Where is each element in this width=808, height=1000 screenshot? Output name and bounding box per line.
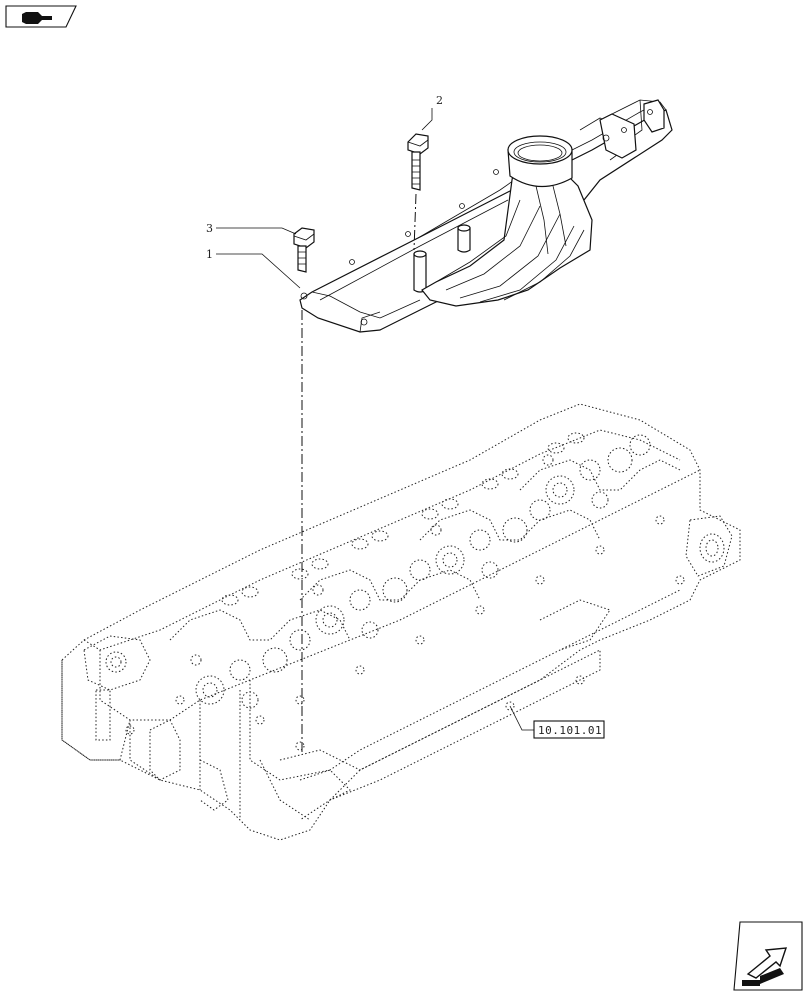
book-next-icon[interactable] — [5, 5, 77, 28]
reference-leader — [509, 705, 534, 731]
callout-label-1: 1 — [206, 248, 213, 261]
callout-leader-3 — [216, 227, 297, 235]
callout-leader-1 — [216, 253, 301, 289]
screw-part-3 — [293, 227, 315, 273]
reference-box[interactable]: 10.101.01 — [533, 720, 605, 739]
callout-label-3: 3 — [206, 222, 213, 235]
centerline-screw-2 — [413, 193, 417, 251]
callout-leader-2 — [421, 108, 433, 131]
callout-label-2: 2 — [436, 94, 443, 107]
cylinder-head-reference — [61, 403, 741, 841]
screw-part-2 — [407, 133, 429, 191]
next-page-arrow-icon[interactable] — [733, 921, 803, 991]
intake-manifold — [299, 99, 673, 333]
reference-label: 10.101.01 — [538, 724, 602, 737]
